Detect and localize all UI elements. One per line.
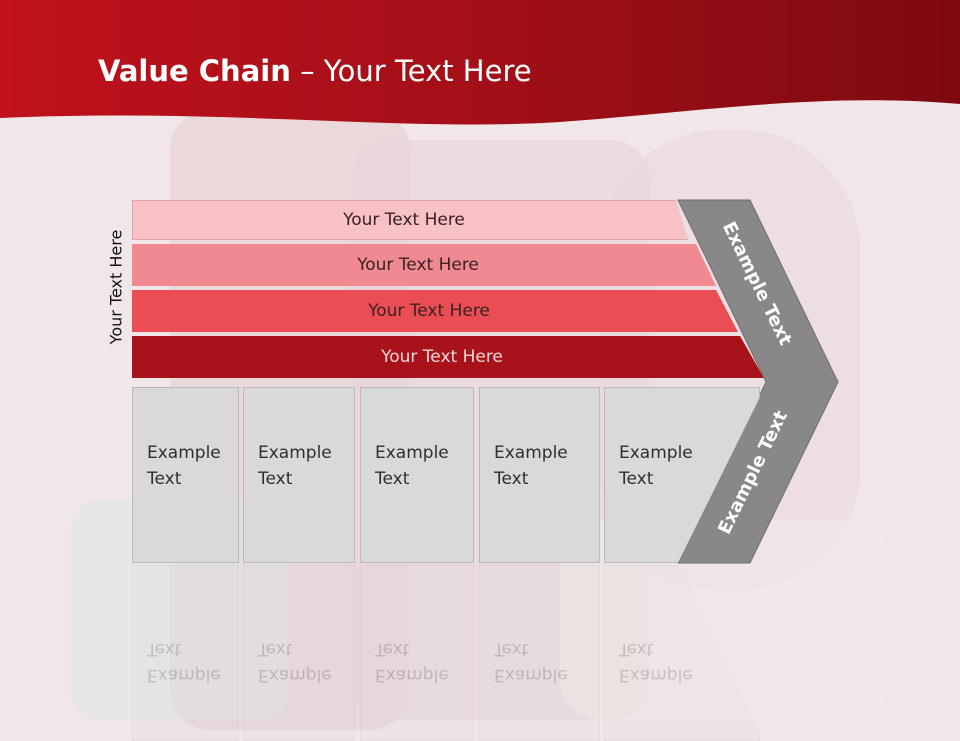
- page-title: Value Chain – Your Text Here: [98, 54, 532, 88]
- band-label: Your Text Here: [381, 347, 503, 367]
- title-bold: Value Chain: [98, 54, 291, 88]
- band-label: Your Text Here: [368, 301, 490, 321]
- support-band-4: Your Text Here: [132, 336, 764, 378]
- column-text: Example Text: [494, 443, 568, 489]
- column-text: Example Text: [147, 443, 221, 489]
- title-rest: – Your Text Here: [290, 54, 532, 88]
- support-band-2: Your Text Here: [132, 244, 716, 286]
- band-label: Your Text Here: [357, 255, 479, 275]
- column-text: Example Text: [375, 443, 449, 489]
- activity-column-3: Example Text: [360, 387, 474, 563]
- column-text: Example Text: [619, 443, 693, 489]
- support-band-3: Your Text Here: [132, 290, 738, 332]
- header-banner: [0, 0, 960, 125]
- activity-column-1: Example Text: [132, 387, 239, 563]
- activity-column-2: Example Text: [243, 387, 355, 563]
- band-label: Your Text Here: [343, 210, 465, 230]
- side-label: Your Text Here: [106, 229, 126, 345]
- activity-column-4: Example Text: [479, 387, 600, 563]
- column-text: Example Text: [258, 443, 332, 489]
- support-band-1: Your Text Here: [132, 200, 688, 240]
